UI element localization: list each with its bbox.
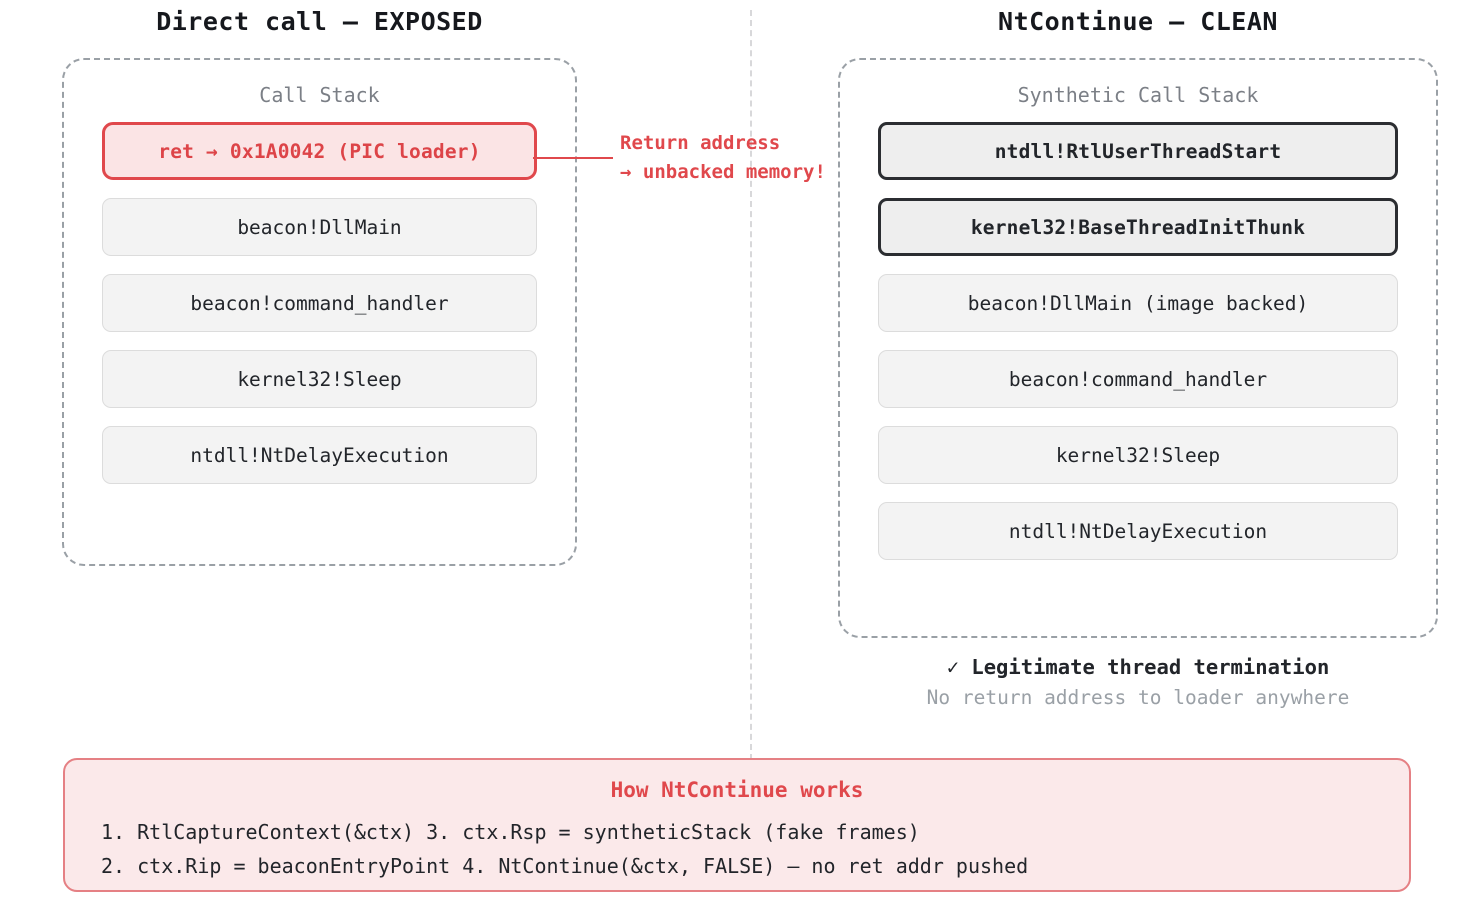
explainer-line-0: 1. RtlCaptureContext(&ctx) 3. ctx.Rsp = …	[101, 820, 920, 844]
stack-frame-right-0: ntdll!RtlUserThreadStart	[878, 122, 1398, 180]
left-panel-caption: Call Stack	[259, 83, 380, 107]
annotation-line-2: → unbacked memory!	[620, 161, 826, 183]
right-column-title: NtContinue — CLEAN	[998, 7, 1278, 36]
explainer-title: How NtContinue works	[610, 778, 864, 802]
stack-frame-left-1: beacon!DllMain	[102, 198, 537, 256]
explainer-steps: 1. RtlCaptureContext(&ctx) 3. ctx.Rsp = …	[65, 815, 1409, 883]
stack-frame-left-0: ret → 0x1A0042 (PIC loader)	[102, 122, 537, 180]
stack-frame-right-3: beacon!command_handler	[878, 350, 1398, 408]
how-ntcontinue-works-box: How NtContinue works 1. RtlCaptureContex…	[63, 758, 1411, 892]
stack-frame-right-2: beacon!DllMain (image backed)	[878, 274, 1398, 332]
left-column-title: Direct call — EXPOSED	[156, 7, 483, 36]
legitimate-termination-note: ✓ Legitimate thread termination	[946, 655, 1330, 679]
column-divider	[750, 10, 752, 760]
right-stack-frame-list: ntdll!RtlUserThreadStart kernel32!BaseThr…	[840, 122, 1436, 578]
left-call-stack-panel: Call Stack ret → 0x1A0042 (PIC loader) be…	[62, 58, 577, 566]
annotation-line-1: Return address	[620, 132, 781, 154]
right-panel-caption: Synthetic Call Stack	[1017, 83, 1259, 107]
no-return-address-note: No return address to loader anywhere	[926, 686, 1350, 709]
stack-frame-right-1: kernel32!BaseThreadInitThunk	[878, 198, 1398, 256]
callout-connector-line	[533, 157, 613, 159]
explainer-line-1: 2. ctx.Rip = beaconEntryPoint 4. NtConti…	[101, 854, 1029, 878]
stack-frame-right-5: ntdll!NtDelayExecution	[878, 502, 1398, 560]
stack-frame-left-4: ntdll!NtDelayExecution	[102, 426, 537, 484]
stack-frame-left-2: beacon!command_handler	[102, 274, 537, 332]
return-address-annotation: Return address → unbacked memory!	[620, 129, 826, 187]
stack-frame-right-4: kernel32!Sleep	[878, 426, 1398, 484]
right-synthetic-stack-panel: Synthetic Call Stack ntdll!RtlUserThread…	[838, 58, 1438, 638]
stack-frame-left-3: kernel32!Sleep	[102, 350, 537, 408]
left-stack-frame-list: ret → 0x1A0042 (PIC loader) beacon!DllMai…	[64, 122, 575, 502]
right-panel-note: ✓ Legitimate thread termination No retur…	[838, 652, 1438, 714]
